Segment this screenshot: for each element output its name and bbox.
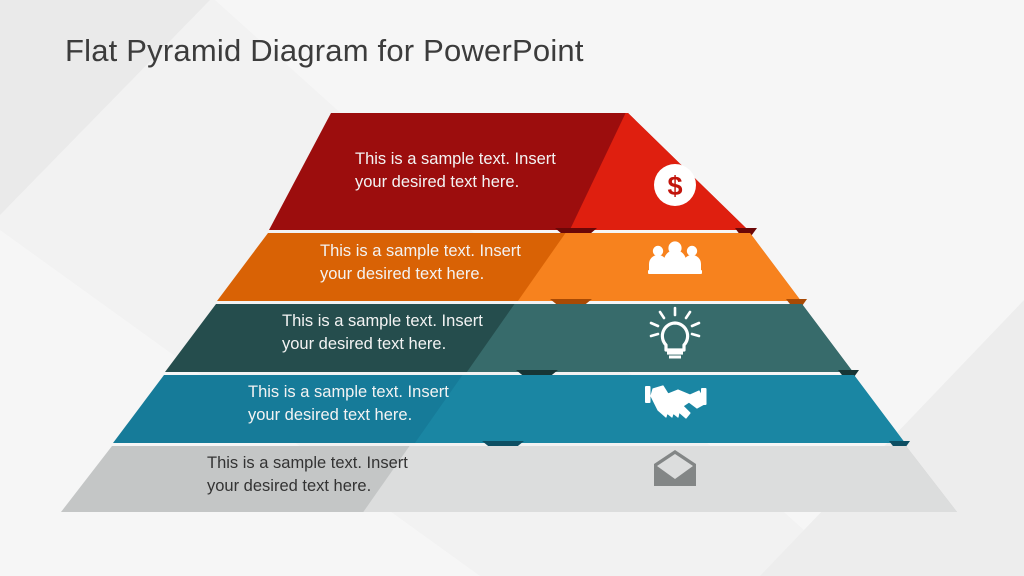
svg-text:$: $ bbox=[667, 171, 682, 201]
handshake-icon bbox=[645, 385, 707, 419]
pyramid-level-people[interactable] bbox=[200, 228, 830, 316]
dollar-icon: $ bbox=[654, 164, 696, 206]
envelope-icon bbox=[654, 450, 696, 486]
background-chevron-topleft bbox=[0, 0, 210, 215]
pyramid-level-partnership[interactable] bbox=[100, 370, 930, 458]
level4-text: This is a sample text. Insert your desir… bbox=[248, 381, 449, 427]
level5-text: This is a sample text. Insert your desir… bbox=[207, 452, 408, 498]
level4-text-line2: your desired text here. bbox=[248, 406, 413, 424]
level2-text: This is a sample text. Insert your desir… bbox=[320, 240, 521, 286]
page-title: Flat Pyramid Diagram for PowerPoint bbox=[65, 33, 584, 68]
pyramid-level-contact[interactable] bbox=[50, 441, 980, 521]
level4-text-line1: This is a sample text. Insert bbox=[248, 383, 449, 401]
level3-right-face bbox=[462, 304, 853, 372]
level2-text-line2: your desired text here. bbox=[320, 265, 485, 283]
level1-text: This is a sample text. Insert your desir… bbox=[355, 148, 556, 194]
level2-text-line1: This is a sample text. Insert bbox=[320, 242, 521, 260]
level5-text-line2: your desired text here. bbox=[207, 477, 372, 495]
level1-text-line2: your desired text here. bbox=[355, 173, 520, 191]
level1-text-line1: This is a sample text. Insert bbox=[355, 150, 556, 168]
pyramid-level-finance[interactable]: $ bbox=[260, 108, 770, 246]
level3-text: This is a sample text. Insert your desir… bbox=[282, 310, 483, 356]
people-group-icon bbox=[648, 241, 702, 274]
level3-text-line1: This is a sample text. Insert bbox=[282, 312, 483, 330]
level5-text-line1: This is a sample text. Insert bbox=[207, 454, 408, 472]
pyramid-level-idea[interactable] bbox=[150, 299, 880, 387]
lightbulb-icon bbox=[649, 306, 701, 359]
level3-text-line2: your desired text here. bbox=[282, 335, 447, 353]
